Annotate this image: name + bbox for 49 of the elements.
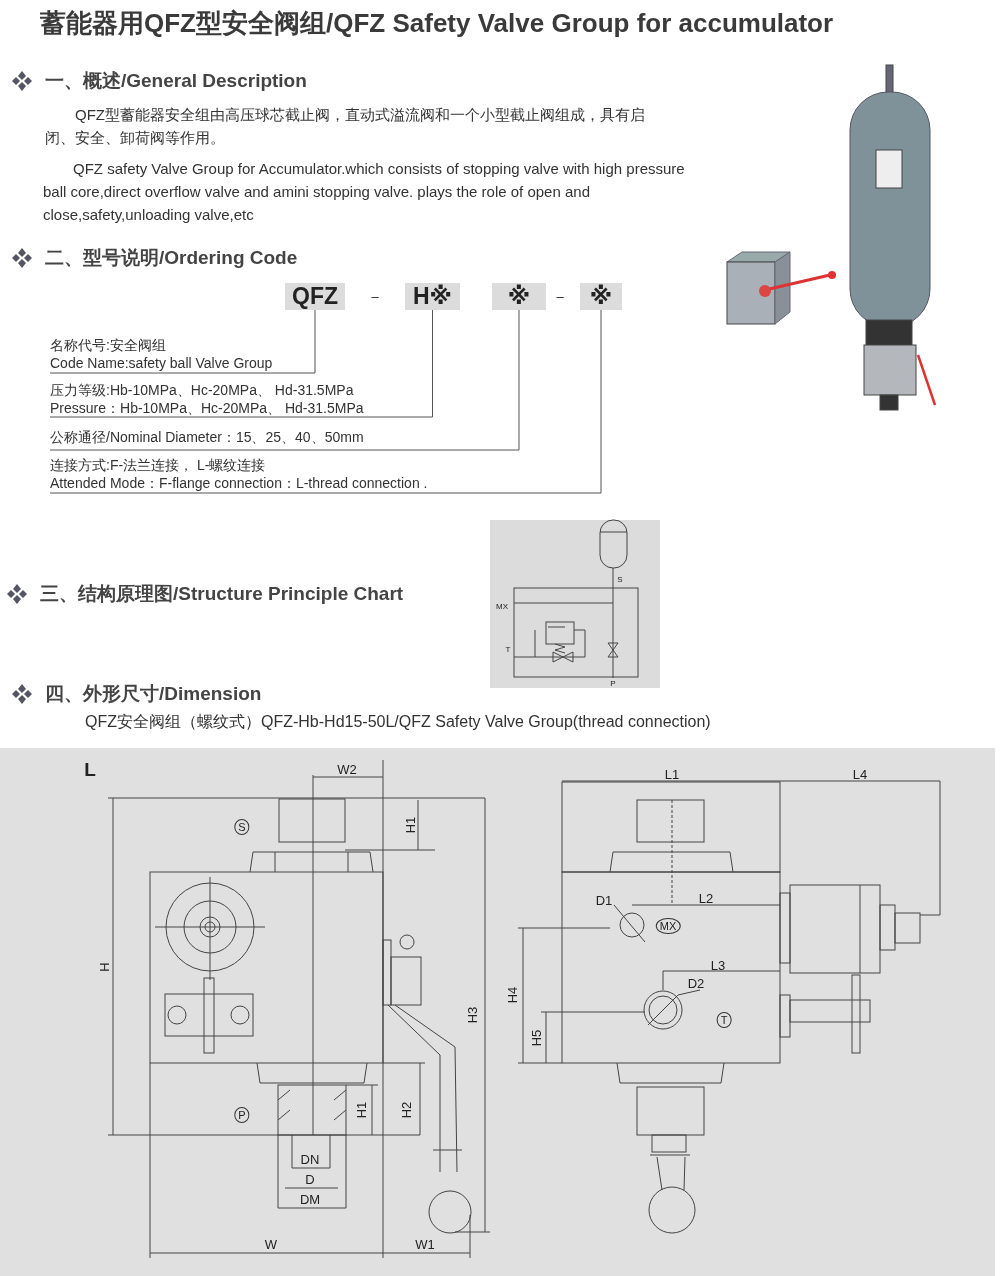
code-segment: ※ [580,283,622,310]
dimension-label: H5 [528,1029,544,1047]
code-description: 连接方式:F-法兰连接， L-螺纹连接 [50,456,267,474]
dimension-label: D [305,1171,315,1187]
leader-line [49,309,602,494]
drawing-subtitle: QFZ安全阀组（螺纹式）QFZ-Hb-Hd15-50L/QFZ Safety Valve Group(thread connection) [85,712,711,732]
separator-dash: – [556,288,564,304]
dimension-label: H4 [504,986,520,1004]
dimension-label: L3 [710,957,726,973]
dimension-label: D1 [595,892,613,908]
dimension-label: H1 [353,1101,369,1119]
port-label: S [617,574,623,584]
dimension-label: L4 [852,766,868,782]
dimension-label: H1 [402,816,418,834]
view-label: L [84,759,96,781]
code-description: Code Name:safety ball Valve Group [50,354,274,372]
code-description: Pressure：Hb-10MPa、Hc-20MPa、 Hd-31.5MPa [50,399,365,417]
leader-line [49,309,316,374]
dimension-label: DN [300,1151,320,1167]
code-segment: ※ [492,283,546,310]
code-segment: H※ [405,283,460,310]
dimension-label: H3 [464,1006,480,1024]
dimension-label: L2 [698,890,714,906]
section-heading: 一、概述/General Description [45,69,307,93]
dimension-label: W1 [415,1236,435,1252]
port-label: MX [496,601,508,611]
dimension-label: L1 [664,766,680,782]
code-description: 压力等级:Hb-10MPa、Hc-20MPa、 Hd-31.5MPa [50,381,355,399]
port-label: T [505,644,511,654]
dimension-label: W2 [337,761,357,777]
section-heading: 四、外形尺寸/Dimension [45,682,262,706]
code-description: 名称代号:安全阀组 [50,336,167,354]
code-description: 公称通径/Nominal Diameter：15、25、40、50mm [50,428,365,446]
section-heading: 二、型号说明/Ordering Code [45,246,298,270]
description-paragraph: QFZ safety Valve Group for Accumulator.which consists of stopping valve with high pressure ball core,direct overflow valve and amini stopping valve. plays the role of open and close,safety,unloading valve,etc [43,159,686,225]
dimension-label: D2 [687,975,705,991]
dimension-label: W [264,1236,278,1252]
separator-dash: – [371,288,379,304]
page-title: 蓄能器用QFZ型安全阀组/QFZ Safety Valve Group for accumulator [40,7,834,40]
description-paragraph: QFZ型蓄能器安全组由高压球芯截止阀，直动式溢流阀和一个小型截止阀组成，具有启闭、安全、卸荷阀等作用。 [45,105,646,148]
leader-line [49,309,520,451]
code-description: Attended Mode：F-flange connection：L-thread connection . [50,474,429,492]
leader-line [49,309,433,418]
dimension-label: H [96,962,112,972]
dimension-label: DM [299,1191,321,1207]
section-heading: 三、结构原理图/Structure Principle Chart [40,582,404,606]
code-segment: QFZ [285,283,345,310]
dimension-label: H2 [398,1101,414,1119]
port-label: P [610,678,616,688]
